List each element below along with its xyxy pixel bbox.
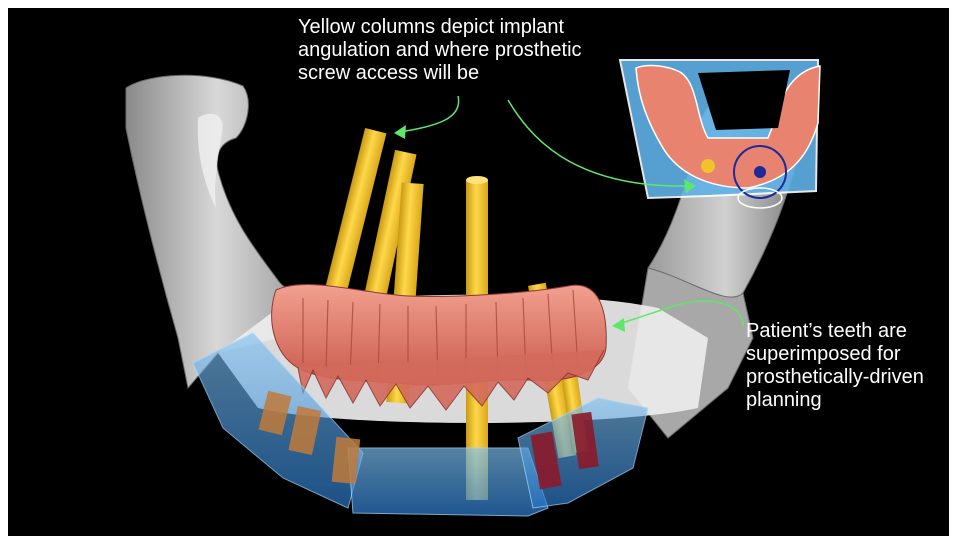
arrow-to-implant-head (394, 125, 406, 139)
guide-front (348, 448, 548, 516)
inset-implant-mark (701, 159, 715, 173)
image-frame: Yellow columns depict implant angulation… (8, 8, 949, 536)
inset-occlusal-view (620, 60, 820, 208)
mandible-3d-render (8, 8, 949, 536)
top-caption: Yellow columns depict implant angulation… (298, 16, 628, 85)
inset-target-core (754, 166, 766, 178)
arrow-to-implant (400, 96, 459, 132)
right-caption: Patient’s teeth are superimposed for pro… (746, 320, 946, 412)
implant-top (466, 176, 488, 184)
guide-sleeve (332, 437, 361, 484)
